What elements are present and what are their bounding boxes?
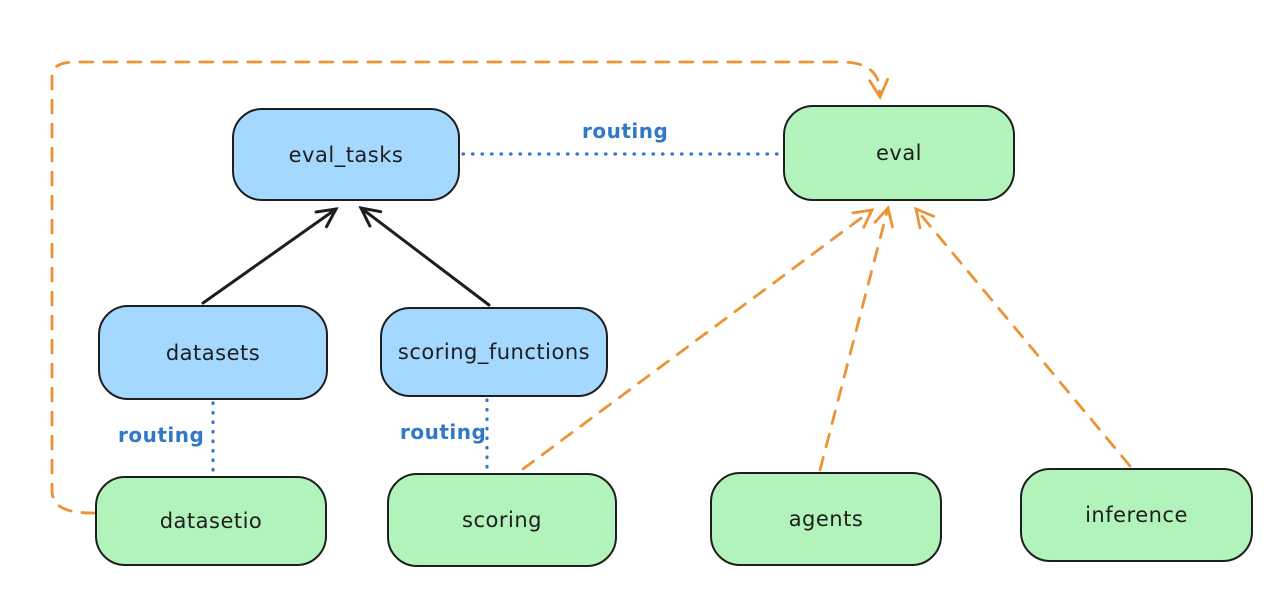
edge-agents-eval-dashed-arrow: [818, 205, 894, 472]
edge-scoringfunctions-evaltasks-arrow: [361, 208, 491, 307]
node-datasets-label: datasets: [165, 340, 261, 365]
node-eval: eval: [783, 105, 1015, 201]
node-agents-label: agents: [788, 507, 864, 531]
node-scoring-functions: scoring_functions: [380, 307, 608, 397]
node-scoring-label: scoring: [462, 508, 542, 532]
routing-label-scoringfunctions-scoring: routing: [400, 420, 487, 444]
routing-label-evaltasks-eval: routing: [582, 119, 669, 143]
node-datasetio: datasetio: [95, 476, 327, 566]
node-agents: agents: [710, 472, 942, 566]
node-scoring-functions-label: scoring_functions: [397, 340, 591, 364]
node-inference: inference: [1020, 468, 1253, 562]
node-scoring: scoring: [387, 473, 617, 567]
edge-datasets-evaltasks-arrow: [201, 209, 336, 305]
edge-datasetio-eval-dashed-arrow: [50, 60, 890, 515]
routing-label-datasets-datasetio: routing: [118, 423, 205, 447]
edge-inference-eval-dashed-arrow: [914, 206, 1132, 468]
node-datasetio-label: datasetio: [159, 509, 263, 533]
node-eval-label: eval: [875, 141, 923, 165]
node-datasets: datasets: [98, 305, 328, 400]
node-eval-tasks-label: eval_tasks: [288, 142, 404, 167]
node-eval-tasks: eval_tasks: [232, 108, 460, 201]
edge-scoring-eval-dashed-arrow: [521, 208, 875, 471]
node-inference-label: inference: [1085, 503, 1188, 527]
